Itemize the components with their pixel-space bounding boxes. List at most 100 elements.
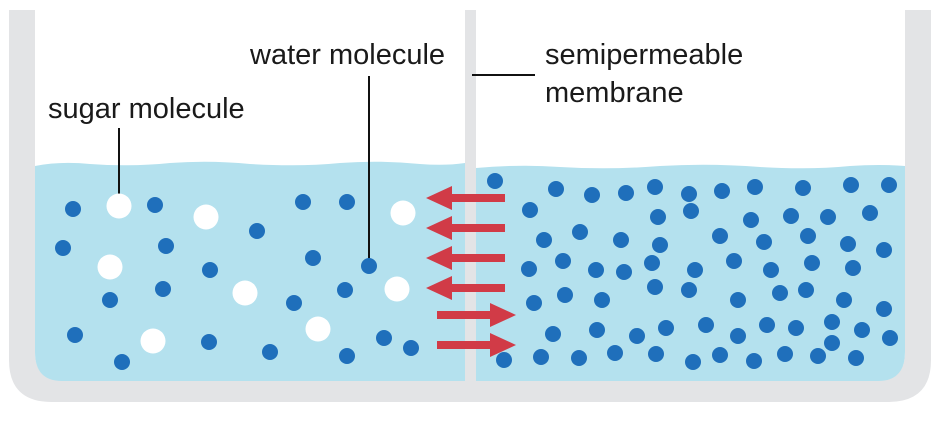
water-molecule <box>759 317 775 333</box>
water-molecule <box>571 350 587 366</box>
membrane-label-line1: semipermeable <box>545 39 744 71</box>
water-molecule <box>589 322 605 338</box>
water-molecule <box>650 209 666 225</box>
arrow-right <box>437 303 516 327</box>
water-molecule <box>202 262 218 278</box>
arrow-left <box>426 186 505 210</box>
water-molecule <box>55 240 71 256</box>
water-molecule <box>361 258 377 274</box>
water-molecule <box>147 197 163 213</box>
water-molecule <box>687 262 703 278</box>
water-molecule <box>618 185 634 201</box>
water-molecule <box>286 295 302 311</box>
water-molecule <box>836 292 852 308</box>
water-molecule <box>337 282 353 298</box>
arrows <box>426 186 516 357</box>
water-molecule <box>712 347 728 363</box>
sugar-molecule <box>390 200 416 226</box>
molecules <box>55 173 898 370</box>
water-molecule <box>777 346 793 362</box>
water-molecule <box>339 348 355 364</box>
water-molecule <box>648 346 664 362</box>
water-molecule <box>824 335 840 351</box>
sugar-molecule <box>384 276 410 302</box>
water-molecule <box>588 262 604 278</box>
sugar-molecule <box>140 328 166 354</box>
water-molecule <box>714 183 730 199</box>
water-molecule <box>726 253 742 269</box>
water-molecule <box>756 234 772 250</box>
water-molecule <box>249 223 265 239</box>
water-molecule <box>810 348 826 364</box>
sugar-molecule <box>232 280 258 306</box>
water-molecule <box>824 314 840 330</box>
water-molecule <box>262 344 278 360</box>
water-molecule <box>536 232 552 248</box>
water-molecule <box>533 349 549 365</box>
water-molecule <box>403 340 419 356</box>
sugar-molecule <box>193 204 219 230</box>
water-molecule <box>607 345 623 361</box>
water-molecule <box>763 262 779 278</box>
water-molecule <box>305 250 321 266</box>
water-molecule <box>613 232 629 248</box>
left-water <box>35 161 465 381</box>
water-molecule <box>795 180 811 196</box>
water-molecule <box>800 228 816 244</box>
arrow-right <box>437 333 516 357</box>
water-molecule <box>526 295 542 311</box>
membrane-label-line2: membrane <box>545 77 684 109</box>
water-molecule <box>840 236 856 252</box>
water-molecule <box>698 317 714 333</box>
water-molecule <box>848 350 864 366</box>
water-molecule <box>730 328 746 344</box>
water-molecule <box>747 179 763 195</box>
water-molecule <box>616 264 632 280</box>
water-molecule <box>647 179 663 195</box>
water-molecule <box>683 203 699 219</box>
arrow-left <box>426 216 505 240</box>
water-molecule <box>521 261 537 277</box>
water-molecule <box>798 282 814 298</box>
water-molecule <box>295 194 311 210</box>
water-molecule <box>882 330 898 346</box>
water-molecule <box>681 282 697 298</box>
water-molecule <box>594 292 610 308</box>
arrow-left <box>426 276 505 300</box>
sugar-molecule-label: sugar molecule <box>48 93 245 125</box>
water-molecule <box>772 285 788 301</box>
water-molecule <box>376 330 392 346</box>
water-molecule <box>804 255 820 271</box>
water-molecule <box>545 326 561 342</box>
water-molecule <box>746 353 762 369</box>
water-molecule <box>862 205 878 221</box>
water-molecule <box>548 181 564 197</box>
water-molecule <box>652 237 668 253</box>
water-molecule <box>155 281 171 297</box>
water-molecule <box>102 292 118 308</box>
water-molecule <box>647 279 663 295</box>
water-molecule <box>584 187 600 203</box>
water-molecule <box>681 186 697 202</box>
water-molecule-label: water molecule <box>250 39 446 71</box>
water-molecule <box>555 253 571 269</box>
water-molecule <box>788 320 804 336</box>
water-molecule <box>629 328 645 344</box>
water-molecule <box>843 177 859 193</box>
water-molecule <box>67 327 83 343</box>
water-molecule <box>496 352 512 368</box>
water-molecule <box>65 201 81 217</box>
water-molecule <box>845 260 861 276</box>
water-molecule <box>201 334 217 350</box>
water-molecule <box>522 202 538 218</box>
water-molecule <box>876 301 892 317</box>
water-molecule <box>743 212 759 228</box>
water-molecule <box>820 209 836 225</box>
water-molecule <box>487 173 503 189</box>
water-molecule <box>881 177 897 193</box>
water-molecule <box>730 292 746 308</box>
sugar-molecule <box>106 193 132 219</box>
water-molecule <box>572 224 588 240</box>
water-molecule <box>876 242 892 258</box>
